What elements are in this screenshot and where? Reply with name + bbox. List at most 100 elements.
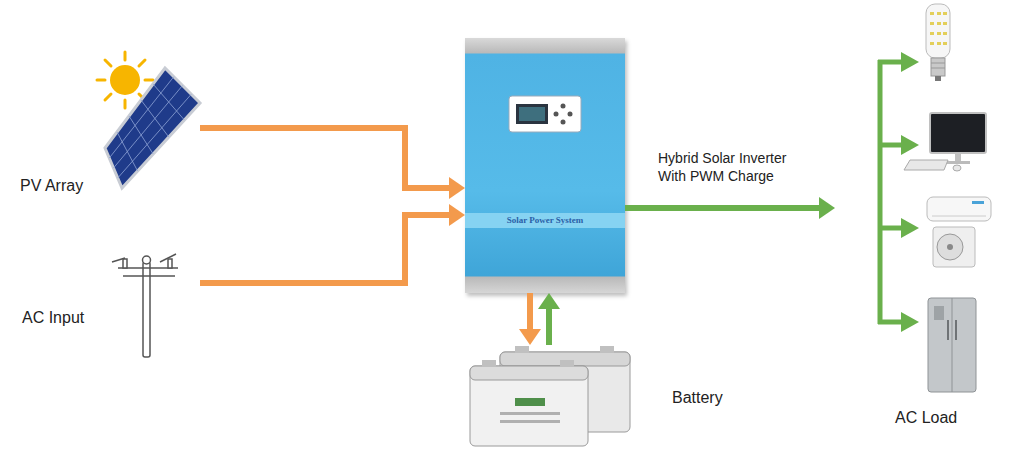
solar-panel — [105, 68, 200, 188]
utility-pole-part — [168, 259, 172, 268]
bulb-icon-part-part — [937, 22, 941, 25]
battery-icon-part — [600, 346, 614, 353]
connector-line — [200, 215, 449, 283]
node-label: PV Array — [20, 176, 83, 196]
inverter-display-part — [561, 104, 566, 109]
load-bus-part — [878, 143, 903, 148]
solar-panel-part-part — [118, 94, 192, 178]
battery-icon-part — [515, 346, 529, 353]
bulb-icon-part-part — [930, 12, 934, 15]
bulb-icon-part-part — [937, 32, 941, 35]
bulb-icon-part-part — [930, 42, 934, 45]
battery-icon — [470, 346, 630, 446]
node-label: Solar Power System — [465, 213, 625, 228]
arrowhead — [449, 204, 465, 226]
load-bus-part — [878, 60, 903, 65]
sun-icon-part-part — [145, 79, 153, 82]
sun-icon-part-part — [124, 100, 127, 108]
bulb-icon-part-part — [937, 42, 941, 45]
load-arrowheads-part — [901, 312, 919, 332]
connector-line — [625, 205, 819, 211]
inverter-display-part — [519, 107, 545, 121]
node-label: AC Input — [22, 308, 84, 328]
connector-line — [200, 128, 449, 188]
battery-icon-part — [470, 366, 588, 446]
hybrid-inverter: Solar Power System — [465, 38, 625, 293]
arrowhead — [519, 329, 541, 345]
solar-panel-part-part — [141, 100, 169, 137]
sun-icon-part-part — [105, 60, 111, 66]
solar-panel-part-part — [153, 84, 184, 120]
battery-icon-part — [470, 366, 588, 380]
air-conditioner-icon — [927, 197, 991, 267]
arrowhead — [449, 177, 465, 199]
load-bus — [878, 60, 903, 324]
bulb-icon-part — [926, 4, 950, 58]
bulb-icon-part — [931, 58, 945, 76]
fridge-icon-part — [947, 320, 949, 340]
charge-arrow — [519, 293, 541, 345]
solar-panel-part-part — [129, 116, 153, 154]
inverter-display-part — [568, 112, 573, 117]
fridge-icon-part — [952, 298, 953, 392]
grid-arrow — [200, 204, 465, 283]
arrowhead — [538, 293, 560, 309]
fridge-icon-part — [955, 320, 957, 340]
computer-icon-part — [955, 153, 961, 162]
connector-line — [546, 309, 552, 345]
air-conditioner-icon-part — [947, 244, 953, 250]
inverter-display-part — [561, 120, 566, 125]
air-conditioner-icon-part — [933, 227, 975, 267]
solar-panel-part-part — [117, 132, 138, 171]
utility-pole-part — [123, 275, 175, 277]
utility-pole-part — [123, 259, 127, 268]
node-label: Battery — [672, 388, 723, 408]
computer-icon-part — [946, 161, 970, 164]
air-conditioner-icon-part — [937, 234, 963, 260]
output-arrow — [625, 197, 835, 219]
utility-pole-part — [143, 256, 151, 264]
bulb-icon-part-part — [943, 12, 947, 15]
fridge-icon-part — [928, 298, 976, 392]
bulb-icon-part — [931, 68, 945, 69]
battery-icon-part — [500, 412, 560, 415]
battery-icon-part — [482, 360, 496, 367]
bulb-icon-part-part — [937, 12, 941, 15]
air-conditioner-icon-part — [927, 197, 991, 221]
computer-icon-part — [904, 160, 948, 170]
sun-icon-part-part — [105, 94, 111, 100]
node-label: AC Load — [895, 408, 957, 428]
computer-icon-part — [930, 113, 986, 153]
load-arrowheads-part — [901, 218, 919, 238]
inverter-display-part — [554, 112, 559, 117]
discharge-arrow — [538, 293, 560, 345]
bulb-icon-part — [935, 76, 941, 81]
battery-icon-part — [500, 420, 560, 423]
sun-icon-part — [110, 65, 140, 95]
bulb-icon-part-part — [943, 22, 947, 25]
solar-panel-part-part — [109, 77, 174, 158]
battery-icon-part — [500, 352, 630, 366]
sun-icon-part-part — [139, 60, 145, 66]
bulb-icon — [926, 4, 950, 81]
load-bus-part — [878, 226, 903, 231]
bulb-icon-part-part — [930, 22, 934, 25]
bulb-icon-part-part — [930, 32, 934, 35]
inverter-display — [509, 96, 581, 132]
air-conditioner-icon-part — [972, 201, 984, 204]
inverter-display-part — [509, 96, 581, 132]
computer-icon-part — [953, 165, 961, 171]
solar-panel-part — [109, 77, 191, 178]
battery-icon-part — [515, 398, 545, 406]
fridge-icon — [928, 298, 976, 392]
air-conditioner-icon-part — [932, 216, 986, 217]
pv-arrow — [200, 128, 465, 199]
computer-icon — [904, 113, 986, 171]
load-arrowheads-part — [901, 52, 919, 72]
load-arrowheads-part — [901, 135, 919, 155]
utility-pole — [112, 254, 178, 357]
sun-icon-part-part — [97, 79, 105, 82]
fridge-icon-part — [934, 306, 944, 320]
